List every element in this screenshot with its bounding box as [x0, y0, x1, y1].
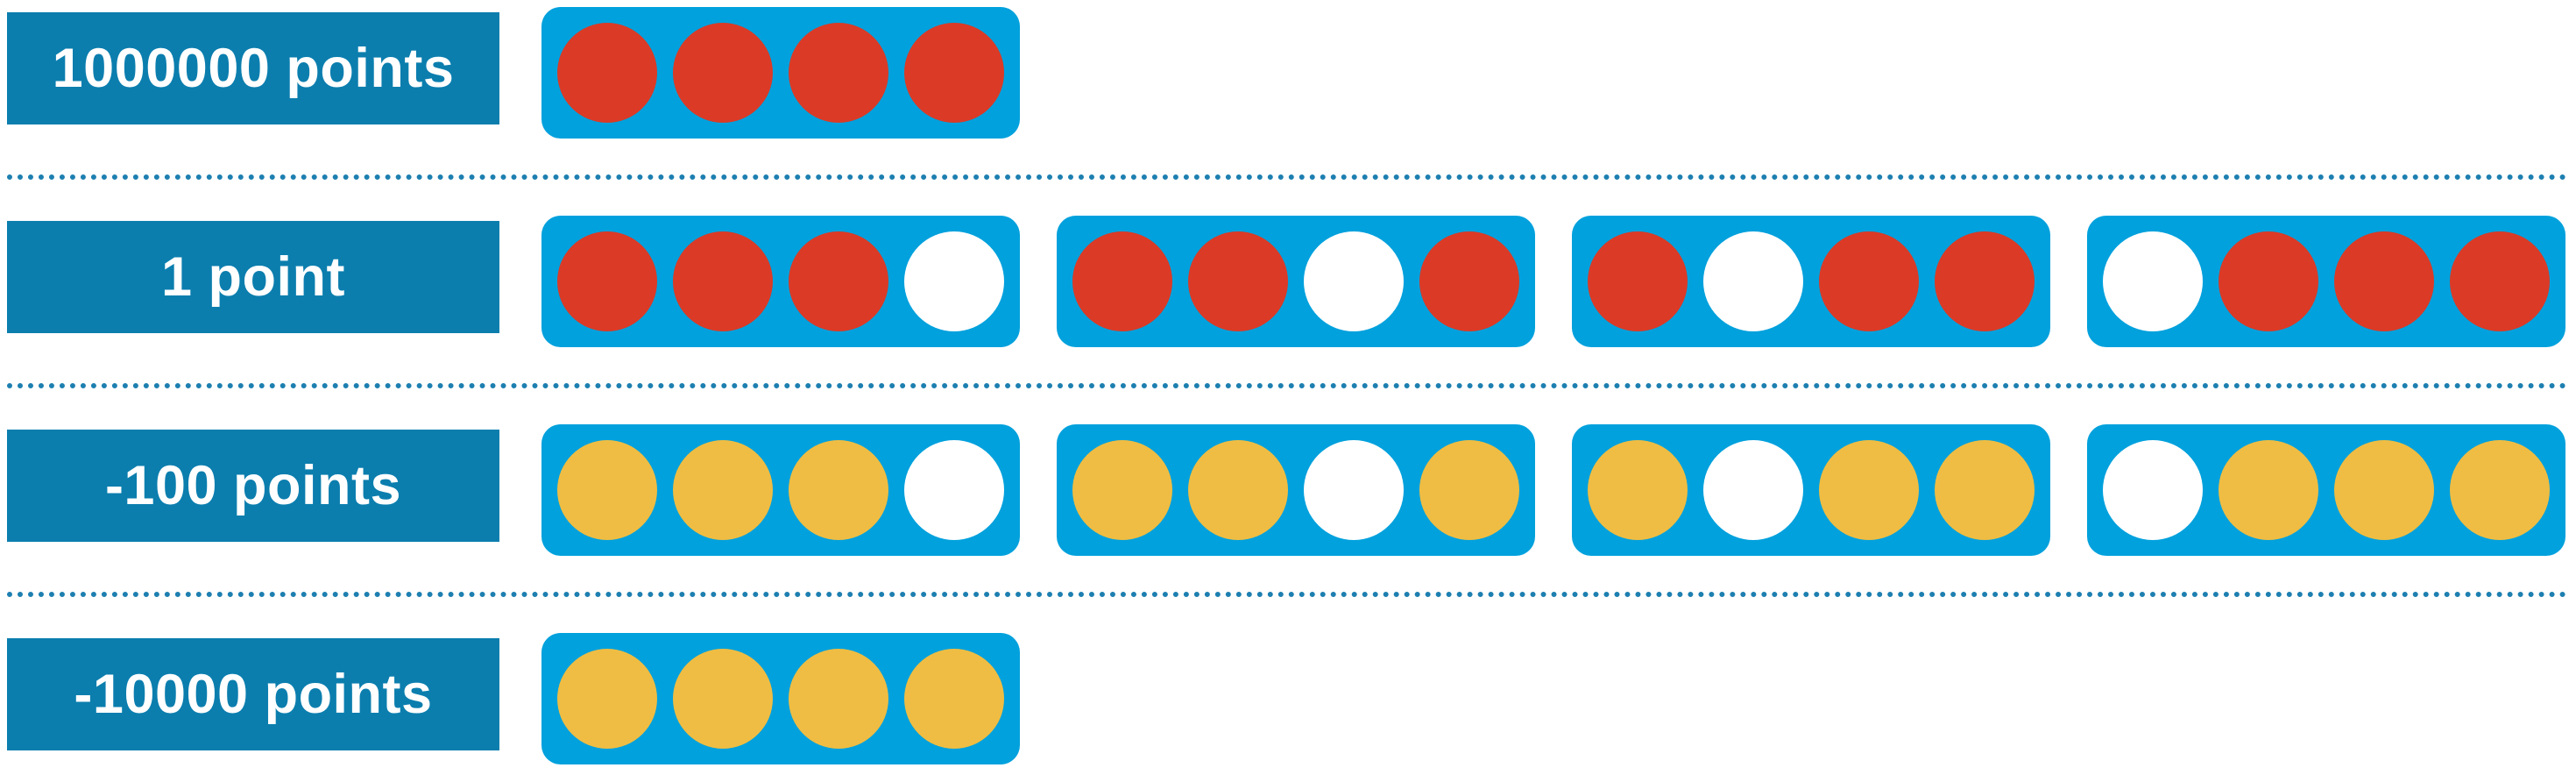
yellow-dot	[1935, 440, 2035, 540]
row-minus-100-points: -100 points	[0, 417, 2576, 558]
yellow-dot	[1419, 440, 1519, 540]
dot-tile	[1057, 424, 1535, 556]
red-dot	[904, 23, 1004, 123]
red-dot	[1419, 231, 1519, 331]
white-dot	[2103, 440, 2203, 540]
yellow-dot	[1188, 440, 1288, 540]
red-dot	[557, 23, 657, 123]
white-dot	[1304, 440, 1404, 540]
yellow-dot	[2334, 440, 2434, 540]
white-dot	[1703, 440, 1803, 540]
yellow-dot	[1588, 440, 1688, 540]
red-dot	[2219, 231, 2318, 331]
red-dot	[789, 231, 888, 331]
dotted-separator	[7, 592, 2567, 597]
yellow-dot	[557, 440, 657, 540]
red-dot	[2334, 231, 2434, 331]
yellow-dot	[2219, 440, 2318, 540]
red-dot	[1935, 231, 2035, 331]
white-dot	[2103, 231, 2203, 331]
yellow-dot	[789, 649, 888, 749]
yellow-dot	[789, 440, 888, 540]
yellow-dot	[557, 649, 657, 749]
yellow-dot	[904, 649, 1004, 749]
red-dot	[789, 23, 888, 123]
row-label: 1 point	[7, 221, 499, 333]
dot-tile	[2087, 216, 2565, 347]
dot-tile	[541, 633, 1020, 764]
row-minus-10000-points: -10000 points	[0, 626, 2576, 766]
dot-tile	[2087, 424, 2565, 556]
white-dot	[1703, 231, 1803, 331]
dot-tile	[541, 216, 1020, 347]
red-dot	[1072, 231, 1172, 331]
yellow-dot	[673, 649, 773, 749]
row-label: -10000 points	[7, 638, 499, 750]
row-label: 1000000 points	[7, 12, 499, 124]
row-1-point: 1 point	[0, 209, 2576, 349]
dot-tile	[1572, 216, 2050, 347]
red-dot	[673, 231, 773, 331]
dotted-separator	[7, 383, 2567, 388]
red-dot	[1188, 231, 1288, 331]
white-dot	[1304, 231, 1404, 331]
white-dot	[904, 231, 1004, 331]
red-dot	[1819, 231, 1919, 331]
red-dot	[557, 231, 657, 331]
dot-tile	[541, 424, 1020, 556]
red-dot	[673, 23, 773, 123]
yellow-dot	[2450, 440, 2550, 540]
row-1000000-points: 1000000 points	[0, 0, 2576, 140]
yellow-dot	[1819, 440, 1919, 540]
dot-tile	[1572, 424, 2050, 556]
yellow-dot	[673, 440, 773, 540]
yellow-dot	[1072, 440, 1172, 540]
white-dot	[904, 440, 1004, 540]
red-dot	[1588, 231, 1688, 331]
dotted-separator	[7, 174, 2567, 180]
dot-tile	[541, 7, 1020, 139]
red-dot	[2450, 231, 2550, 331]
row-label: -100 points	[7, 430, 499, 542]
dot-tile	[1057, 216, 1535, 347]
